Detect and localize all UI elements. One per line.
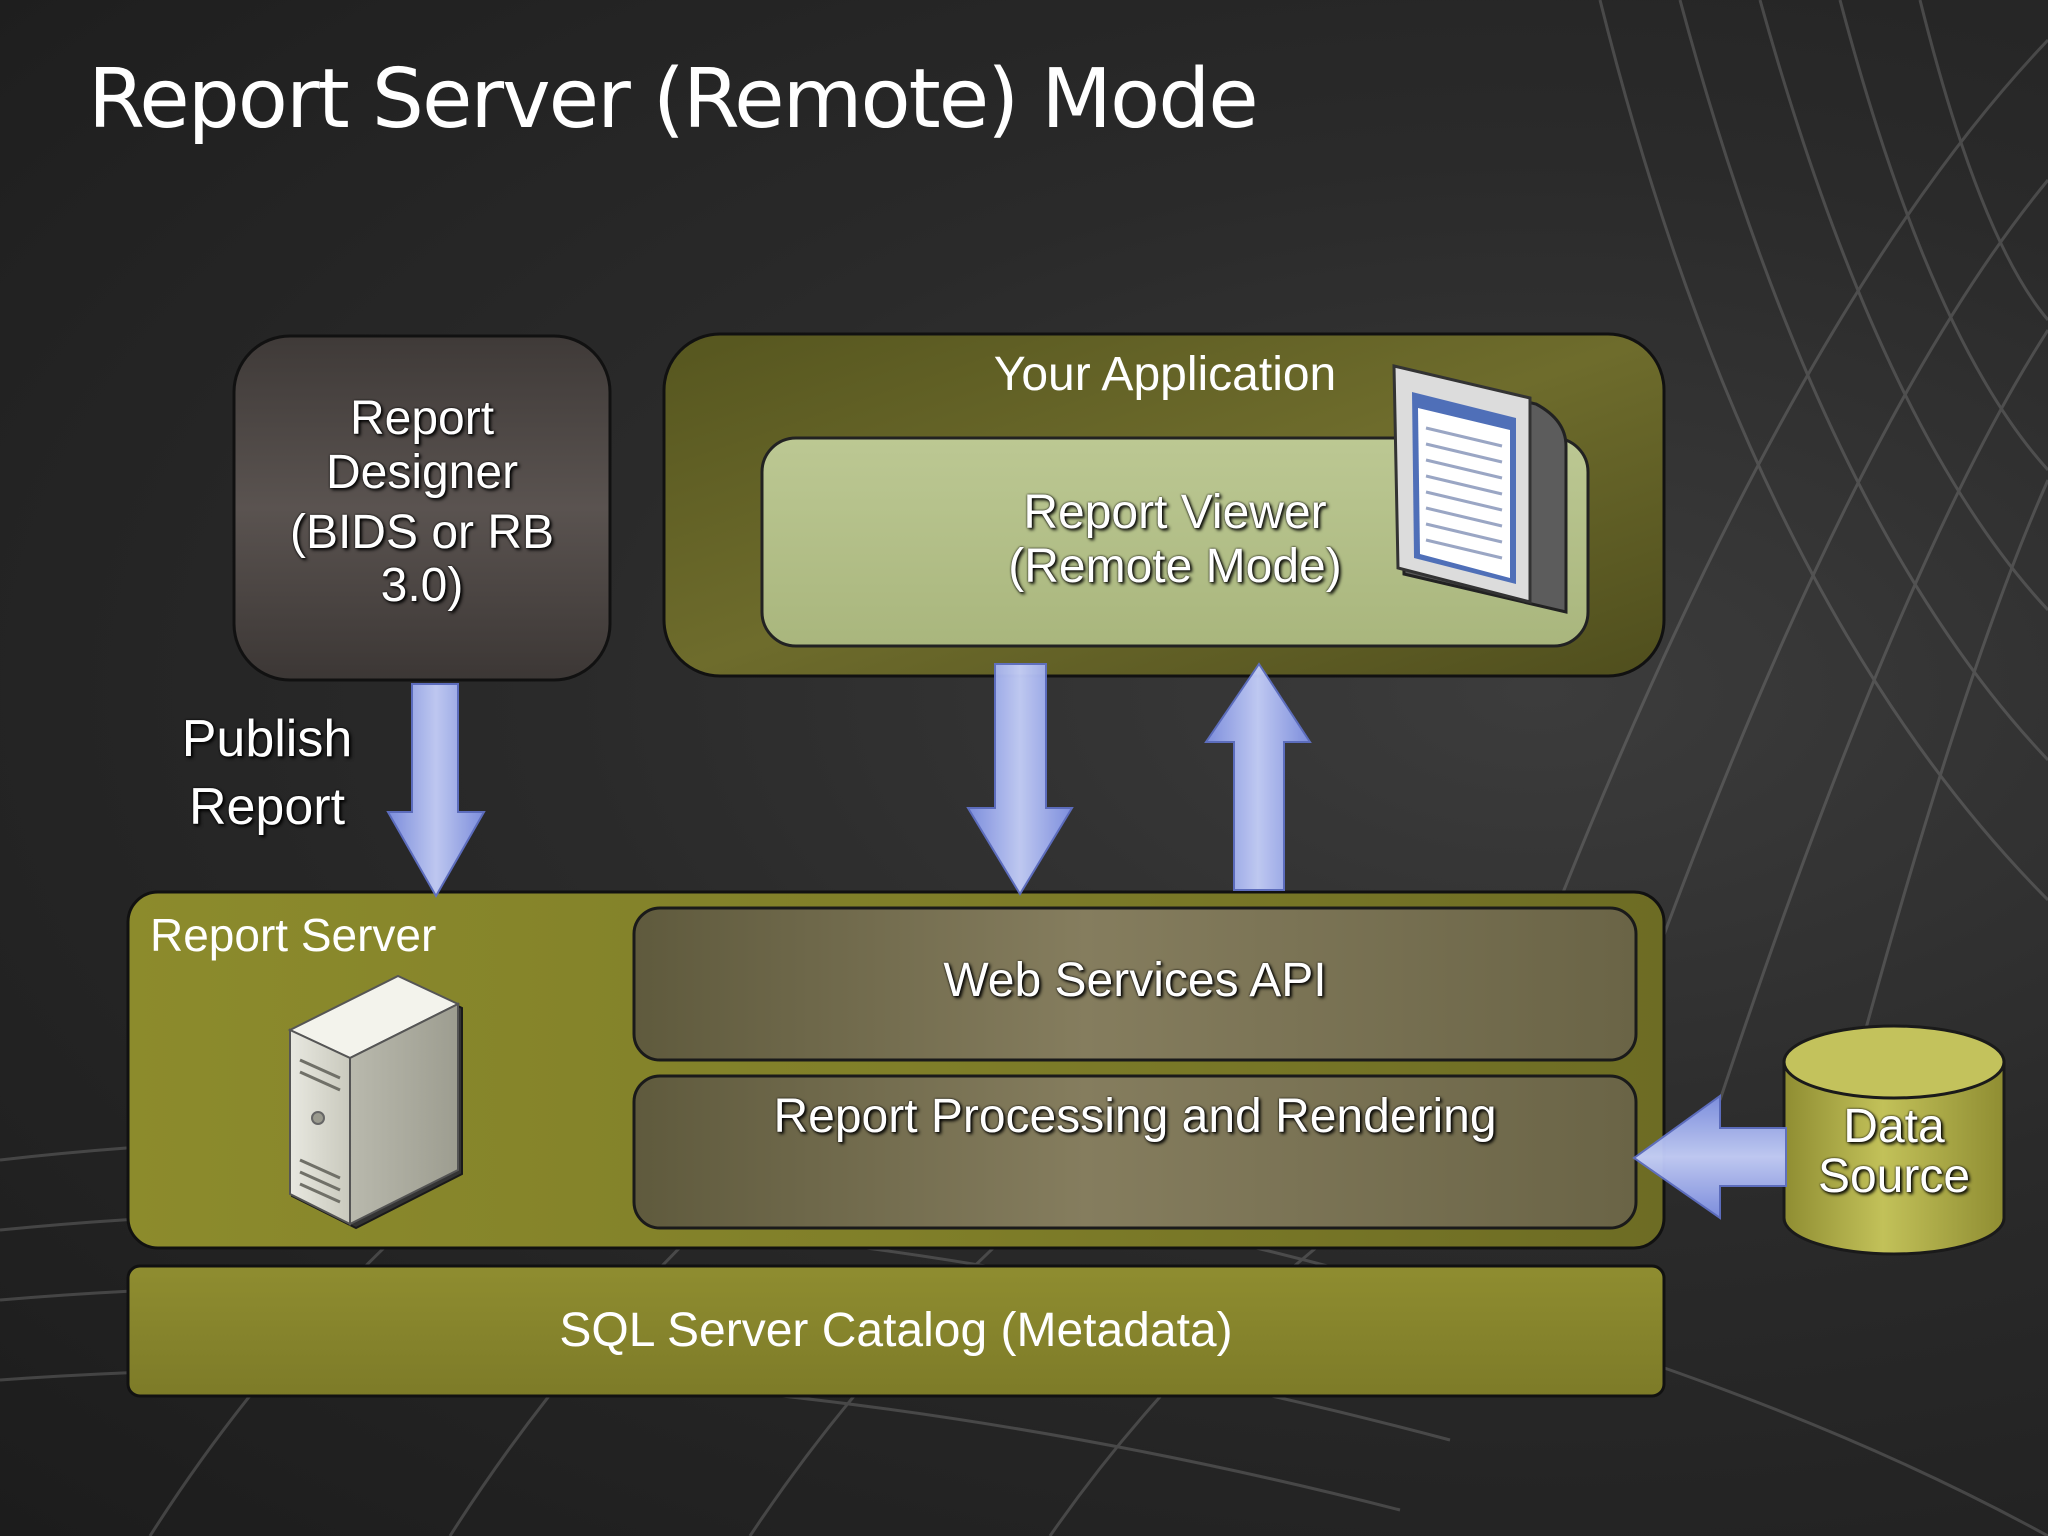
slide-title: Report Server (Remote) Mode <box>88 52 1259 147</box>
publish-label-line1: Publish <box>181 710 353 768</box>
report-designer-line2: Designer <box>325 445 519 499</box>
catalog-bar <box>126 1264 1666 1398</box>
response-arrow-up <box>1204 662 1312 891</box>
your-application-label: Your Application <box>993 348 1337 401</box>
report-server-label: Report Server <box>150 909 437 961</box>
report-viewer-line1: Report Viewer <box>1023 486 1327 539</box>
web-services-label: Web Services API <box>943 954 1327 1007</box>
processing-panel <box>632 1074 1638 1230</box>
data-source-label: Data Source <box>1784 1100 2004 1204</box>
report-viewer-box <box>760 436 1590 648</box>
report-designer-line4: 3.0) <box>380 559 464 613</box>
data-source-line2: Source <box>1817 1150 1971 1204</box>
report-designer-line1: Report <box>349 392 495 445</box>
monitor-icon <box>1392 364 1568 614</box>
report-designer-box <box>232 334 612 682</box>
publish-label-line2: Report <box>188 777 346 836</box>
report-viewer-line2: (Remote Mode) <box>1008 539 1342 593</box>
server-tower-icon <box>287 974 463 1230</box>
data-source-cylinder <box>1782 1024 2006 1256</box>
request-arrow-down <box>966 663 1074 896</box>
data-arrow-left <box>1632 1094 1787 1220</box>
processing-label: Report Processing and Rendering <box>773 1090 1497 1143</box>
web-services-panel <box>632 906 1638 1062</box>
publish-arrow <box>386 683 486 899</box>
catalog-label: SQL Server Catalog (Metadata) <box>559 1304 1233 1357</box>
report-designer-label: Report Designer (BIDS or RB 3.0) <box>234 392 610 613</box>
report-viewer-label: Report Viewer (Remote Mode) <box>930 486 1420 594</box>
report-designer-line3: (BIDS or RB <box>289 505 555 559</box>
data-source-line1: Data <box>1843 1100 1945 1153</box>
publish-report-label: Publish Report <box>150 706 384 841</box>
